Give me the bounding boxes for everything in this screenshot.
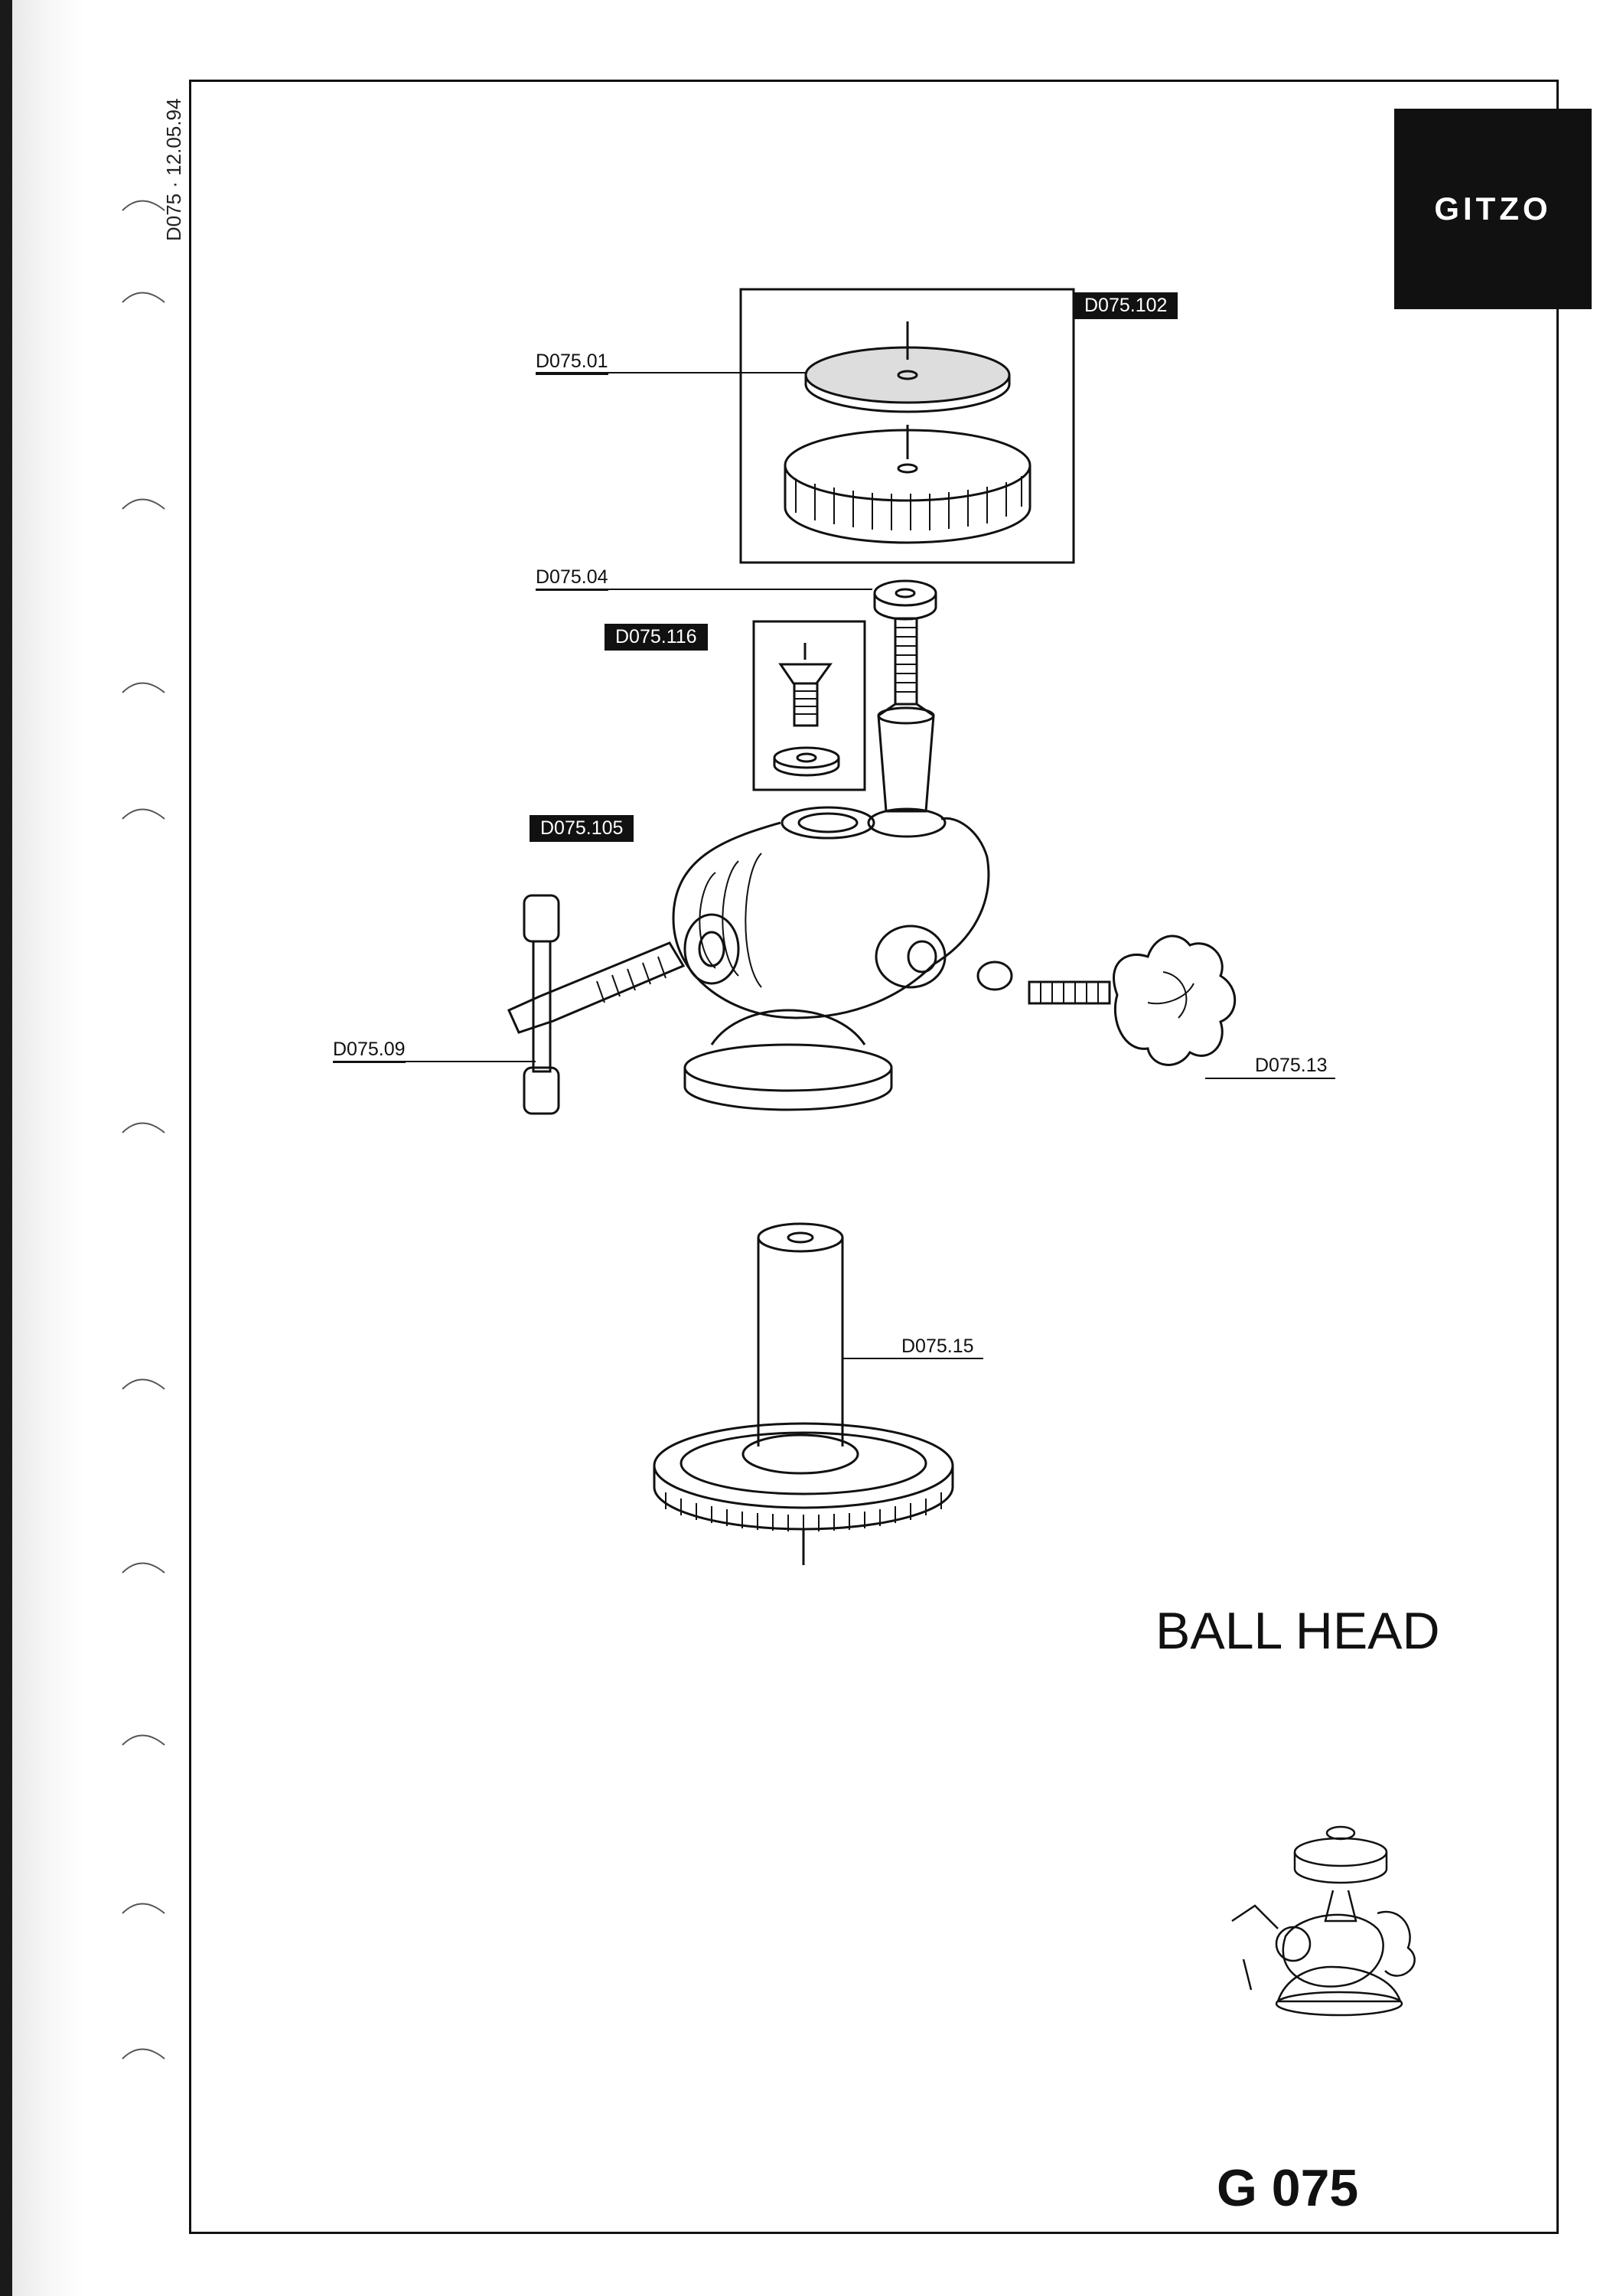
gitzo-logo: GITZO	[1394, 109, 1592, 309]
star-knob	[976, 934, 1237, 1066]
label-d075-13: D075.13	[1255, 1055, 1328, 1076]
model-number: G 075	[1217, 2159, 1359, 2217]
label-d075-01: D075.01	[536, 351, 608, 375]
kit-box-d075-116	[752, 620, 866, 791]
binder-holes	[122, 200, 165, 2060]
logo-text: GITZO	[1434, 191, 1552, 227]
cork-disc	[804, 321, 1011, 413]
t-handle-screw	[507, 894, 686, 1115]
label-d075-102: D075.102	[1074, 292, 1178, 319]
countersunk-screw	[773, 643, 840, 777]
washer	[873, 579, 937, 621]
label-d075-09: D075.09	[333, 1039, 406, 1063]
drawing-frame	[189, 80, 1559, 2234]
binder-strip	[0, 0, 84, 2296]
platform-plate	[784, 425, 1031, 544]
ball-head-body	[672, 806, 990, 1111]
kit-box-d075-102	[739, 288, 1075, 564]
spindle-base	[653, 1222, 954, 1565]
label-d075-105: D075.105	[530, 815, 634, 842]
label-d075-04: D075.04	[536, 566, 608, 591]
page-title: BALL HEAD	[1155, 1602, 1440, 1660]
label-d075-15: D075.15	[901, 1336, 974, 1357]
assembled-ball-head-thumbnail	[1231, 1825, 1416, 2017]
screw-stud	[877, 617, 935, 813]
label-d075-116: D075.116	[605, 624, 708, 651]
